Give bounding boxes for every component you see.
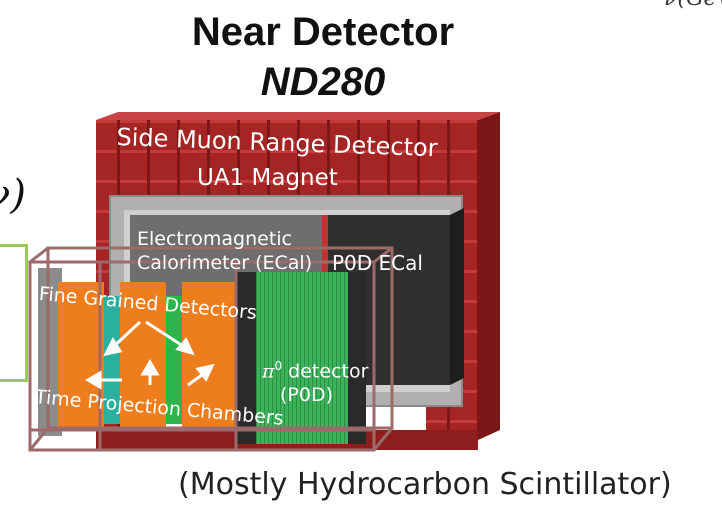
pi0-detector-word: detector (282, 360, 369, 383)
label-ecal-line2: Calorimeter (ECal) (137, 252, 313, 274)
label-arrows (85, 320, 215, 390)
pi0-superscript: 0 (274, 359, 283, 373)
label-ecal-line1: Electromagnetic (137, 228, 293, 250)
diagram-title: Near Detector (191, 10, 455, 54)
diagram-subtitle: ND280 (260, 60, 386, 104)
label-ua1-magnet: UA1 Magnet (197, 165, 338, 191)
caption: (Mostly Hydrocarbon Scintillator) (178, 467, 672, 502)
detector-cage (28, 246, 394, 452)
pi0-symbol: π (262, 360, 275, 383)
axis-fragment-top-right: ν(GeV) (664, 0, 722, 11)
label-pi0-detector: π0 detector (262, 359, 368, 382)
inner-tracker (38, 268, 366, 444)
label-p0d-ecal: P0D ECal (332, 251, 423, 275)
p0d-ecal-side (450, 208, 464, 385)
formula-fragment-left: ν) (0, 172, 26, 218)
label-p0d: (P0D) (280, 384, 334, 406)
legend-box-fragment (0, 244, 28, 382)
